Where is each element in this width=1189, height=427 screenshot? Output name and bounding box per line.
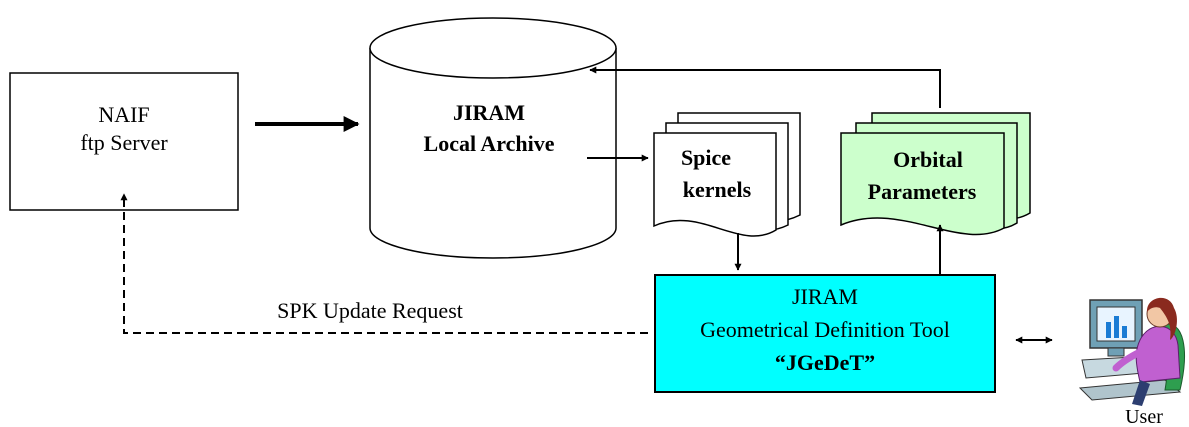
- orbital-label-line2: Parameters: [868, 179, 977, 204]
- spice-label-line1: Spice: [681, 145, 731, 170]
- archive-label-line2: Local Archive: [424, 131, 555, 156]
- spk-update-request-label: SPK Update Request: [277, 298, 463, 323]
- spice-label-line2: kernels: [683, 177, 752, 202]
- user-icon: [1078, 297, 1185, 406]
- orbital-label-line1: Orbital: [893, 147, 963, 172]
- tool-label-line2: Geometrical Definition Tool: [700, 317, 950, 342]
- tool-label-line3: “JGeDeT”: [775, 350, 875, 375]
- spice-kernels-document-stack: Spice kernels: [653, 112, 801, 237]
- user-label: User: [1125, 406, 1163, 427]
- local-archive-cylinder: JIRAM Local Archive: [369, 17, 617, 259]
- orbital-parameters-document-stack: Orbital Parameters: [840, 112, 1031, 236]
- naif-label-line1: NAIF: [98, 102, 149, 127]
- tool-label-line1: JIRAM: [792, 284, 858, 309]
- jgedet-tool-node: JIRAM Geometrical Definition Tool “JGeDe…: [654, 274, 996, 393]
- archive-label-line1: JIRAM: [453, 100, 525, 125]
- naif-ftp-server-node: NAIF ftp Server: [9, 72, 239, 211]
- naif-label-line2: ftp Server: [80, 130, 168, 155]
- orbital-to-archive-arrow: [589, 66, 941, 108]
- spk-update-request-dashed-arrow: SPK Update Request: [120, 193, 648, 334]
